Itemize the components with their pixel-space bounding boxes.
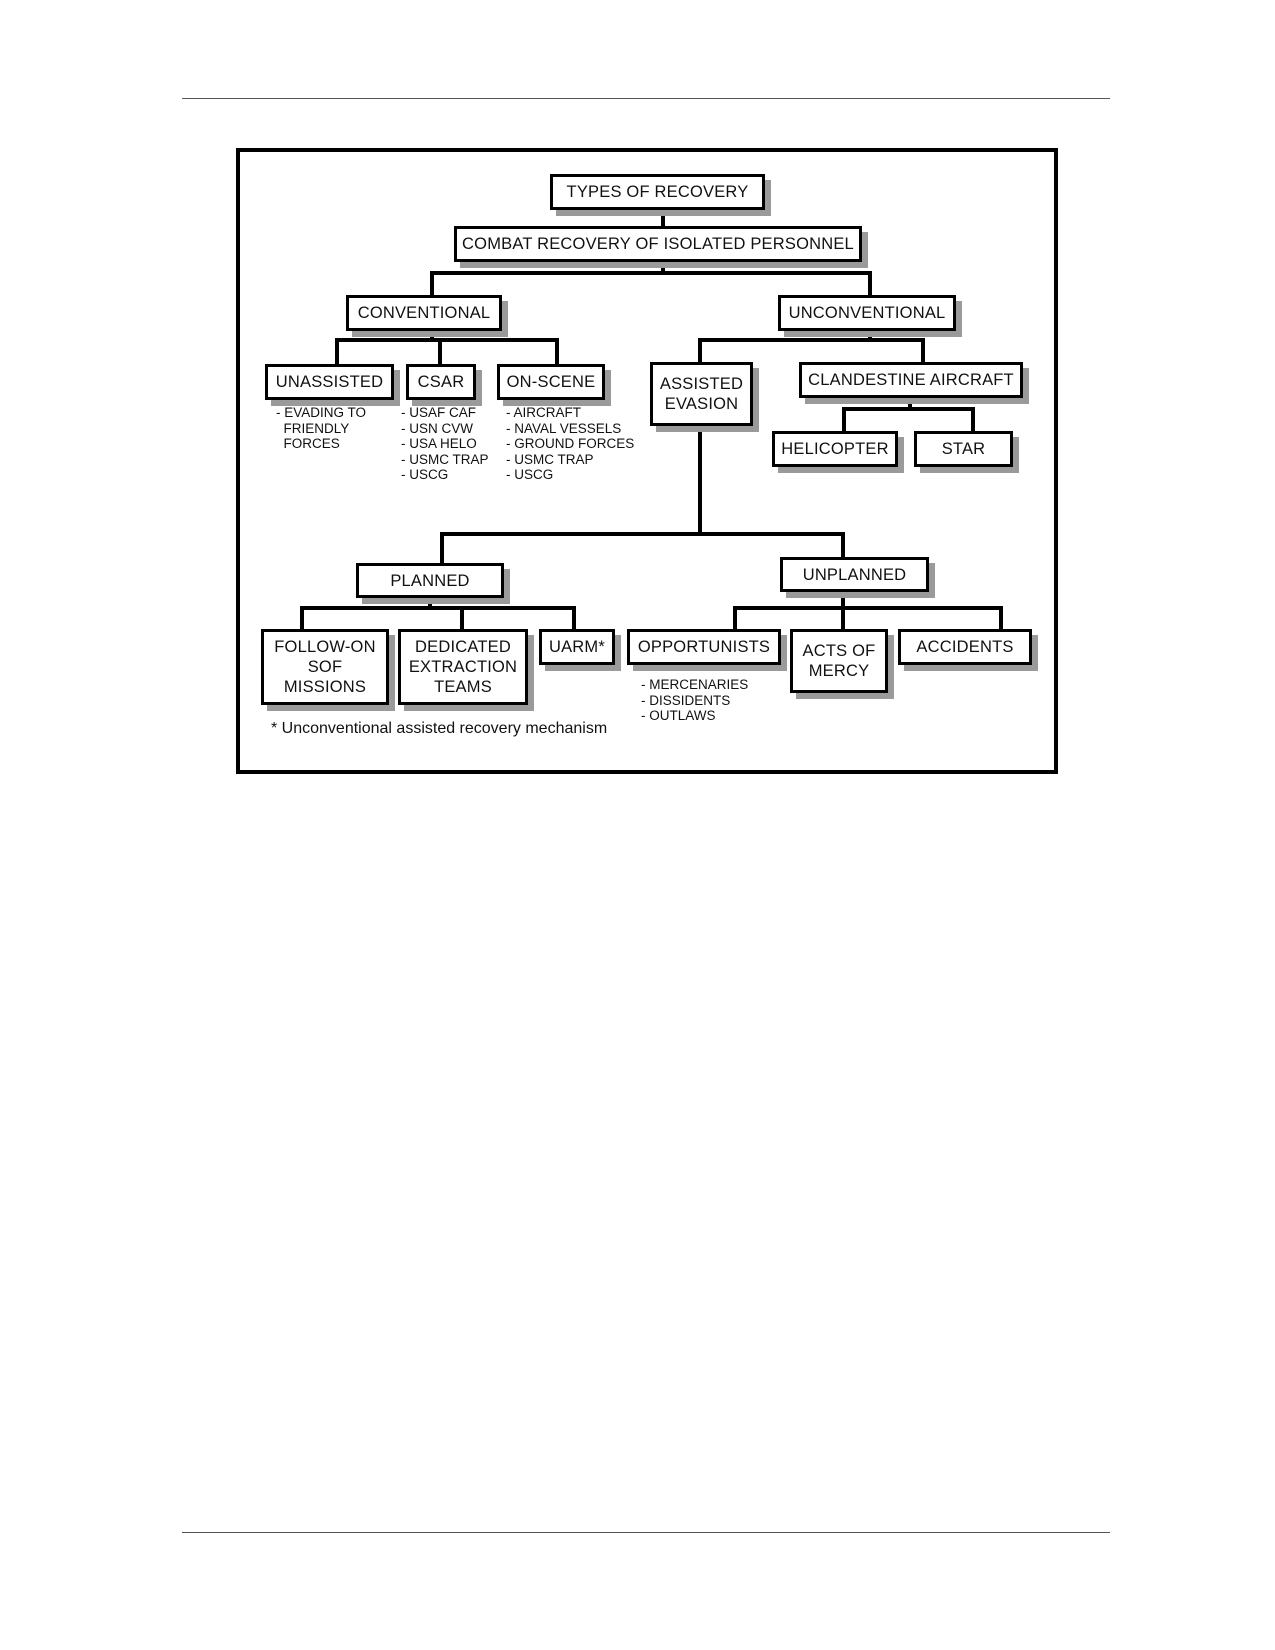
node-accidents: ACCIDENTS [898,629,1032,665]
list-opportunists-items: - MERCENARIES- DISSIDENTS- OUTLAWS [641,677,748,724]
list-unassisted-items: - EVADING TO FRIENDLY FORCES [276,405,366,452]
list-item: - USMC TRAP [506,451,594,467]
list-item: - DISSIDENTS [641,692,731,708]
node-conventional: CONVENTIONAL [346,295,502,331]
node-types-of-recovery: TYPES OF RECOVERY [550,174,765,210]
node-uarm: UARM* [539,629,615,665]
list-item: - USN CVW [401,420,473,436]
node-star: STAR [914,431,1013,467]
node-csar: CSAR [406,364,476,400]
node-combat-recovery: COMBAT RECOVERY OF ISOLATED PERSONNEL [454,226,862,262]
node-unconventional: UNCONVENTIONAL [778,295,956,331]
list-csar-items: - USAF CAF- USN CVW- USA HELO- USMC TRAP… [401,405,489,483]
node-acts-of-mercy: ACTS OF MERCY [790,629,888,693]
list-item: - MERCENARIES [641,677,749,692]
node-opportunists: OPPORTUNISTS [627,629,781,665]
list-onscene-items: - AIRCRAFT- NAVAL VESSELS- GROUND FORCES… [506,405,634,483]
node-unplanned: UNPLANNED [780,557,929,592]
list-item: FORCES [276,436,340,452]
list-item: - AIRCRAFT [506,405,582,420]
node-clandestine-aircraft: CLANDESTINE AIRCRAFT [799,362,1023,398]
node-dedicated-extraction-teams: DEDICATED EXTRACTION TEAMS [398,629,528,705]
list-item: - EVADING TO [276,405,367,420]
node-on-scene: ON-SCENE [497,364,605,400]
list-item: - USMC TRAP [401,451,489,467]
node-assisted-evasion: ASSISTED EVASION [650,362,753,426]
header-rule [182,98,1110,99]
footer-rule [182,1532,1110,1533]
footnote: * Unconventional assisted recovery mecha… [271,720,608,737]
list-item: - OUTLAWS [641,708,716,724]
list-item: - USAF CAF [401,405,477,420]
node-unassisted: UNASSISTED [265,364,394,400]
node-planned: PLANNED [356,563,504,598]
list-item: - USCG [506,467,554,483]
node-follow-on-sof-missions: FOLLOW-ON SOF MISSIONS [261,629,389,705]
list-item: FRIENDLY [276,420,350,436]
node-helicopter: HELICOPTER [772,431,898,467]
list-item: - USCG [401,467,449,483]
list-item: - NAVAL VESSELS [506,420,622,436]
list-item: - USA HELO [401,436,477,452]
list-item: - GROUND FORCES [506,436,635,452]
